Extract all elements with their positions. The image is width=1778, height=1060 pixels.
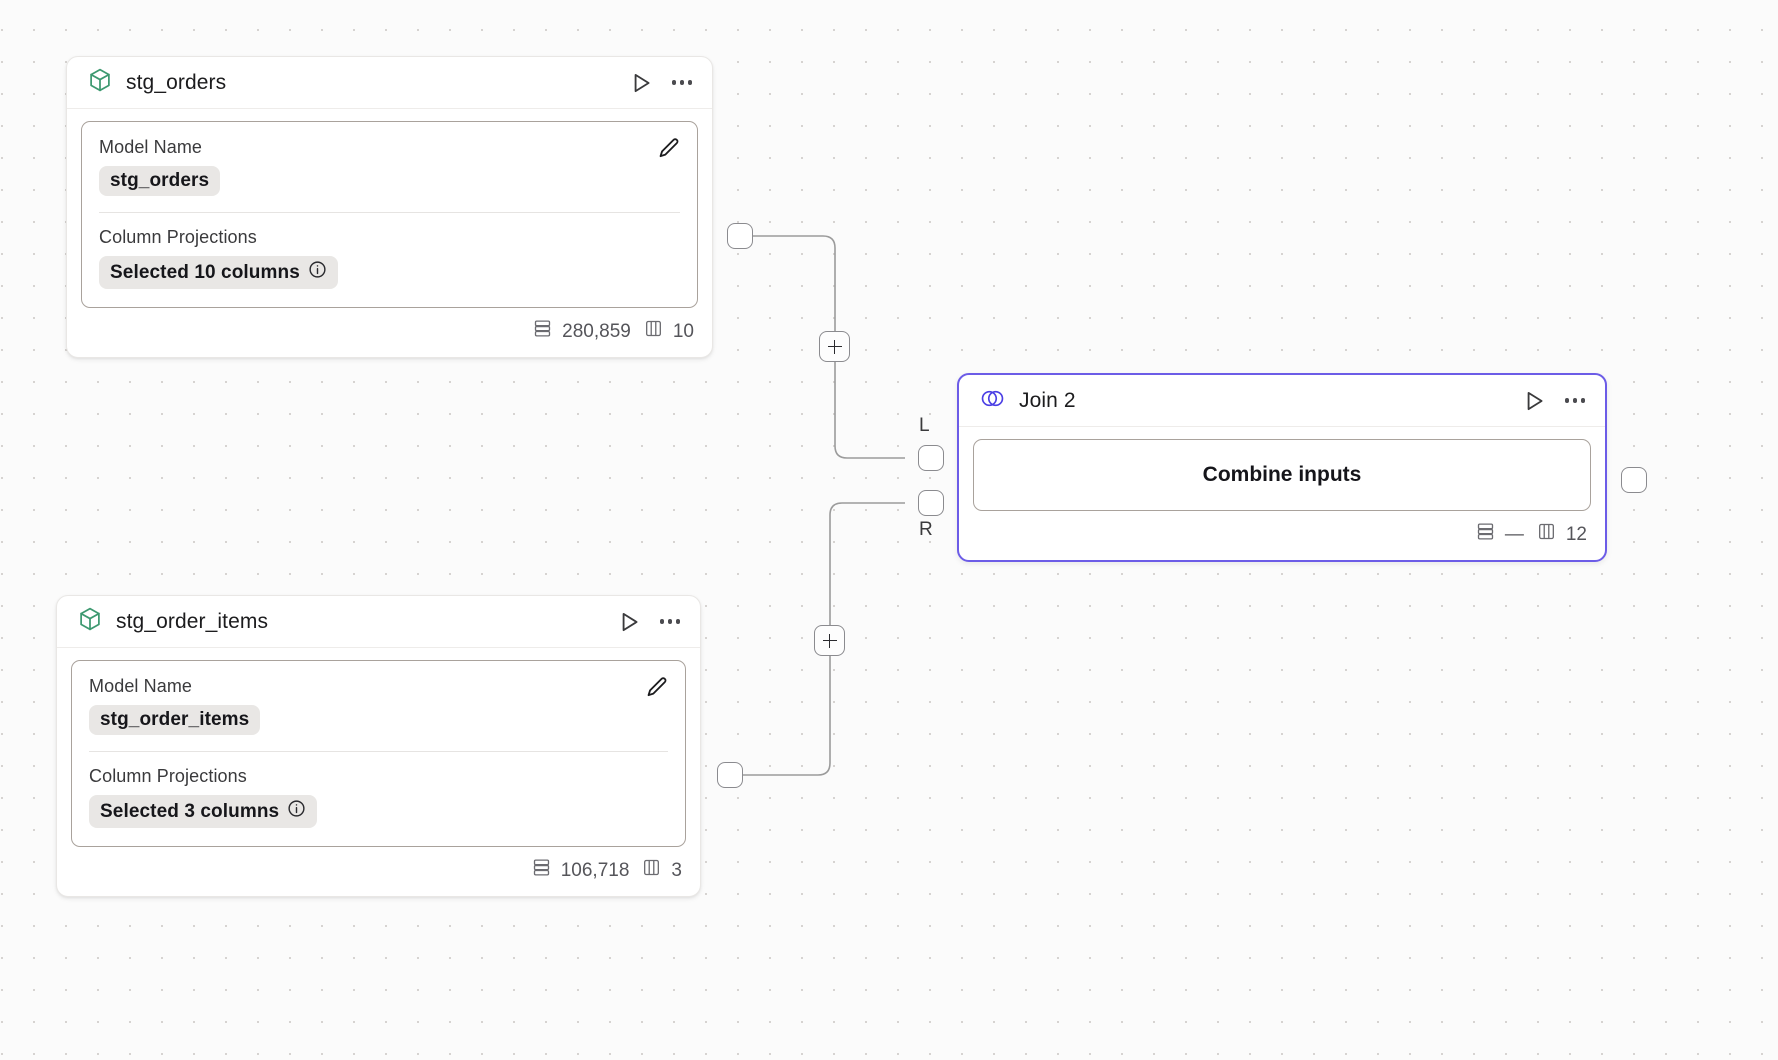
node-title: stg_orders xyxy=(126,70,227,94)
output-handle-join-2[interactable] xyxy=(1621,467,1647,493)
info-icon[interactable] xyxy=(287,799,306,824)
node-body: Model Name stg_order_items Column Projec… xyxy=(57,648,700,847)
input-handle-right[interactable] xyxy=(918,490,944,516)
more-options-icon[interactable] xyxy=(670,74,694,90)
left-input-handle-label: L xyxy=(919,415,930,436)
run-icon[interactable] xyxy=(628,70,654,96)
node-footer: 106,718 3 xyxy=(57,847,700,896)
cube-icon xyxy=(77,606,103,637)
column-count-stat: 10 xyxy=(643,318,694,345)
chip-model-name[interactable]: stg_orders xyxy=(99,166,221,196)
row-count-value: 106,718 xyxy=(560,859,630,881)
edit-pencil-icon[interactable] xyxy=(644,675,670,706)
row-count-value: 280,859 xyxy=(562,320,631,342)
field-label-model-name: Model Name xyxy=(89,676,193,696)
node-join-2[interactable]: Join 2 Combine inputs xyxy=(957,373,1607,562)
column-count-stat: 12 xyxy=(1536,521,1587,548)
chip-text: stg_orders xyxy=(110,170,210,191)
columns-icon xyxy=(641,857,662,884)
model-config-panel: Model Name stg_order_items Column Projec… xyxy=(71,660,686,847)
info-icon[interactable] xyxy=(308,260,327,285)
output-handle-stg-order-items[interactable] xyxy=(717,762,743,788)
columns-icon xyxy=(1536,521,1557,548)
model-config-panel: Model Name stg_orders Column Projections… xyxy=(81,121,698,308)
node-header: Join 2 xyxy=(959,375,1605,427)
column-count-value: 10 xyxy=(672,320,694,342)
cube-icon xyxy=(87,67,113,98)
chip-text: Selected 10 columns xyxy=(110,261,300,283)
column-count-stat: 3 xyxy=(641,857,682,884)
column-count-value: 12 xyxy=(1565,523,1587,545)
row-count-stat: — xyxy=(1475,521,1524,548)
output-handle-stg-orders[interactable] xyxy=(727,223,753,249)
run-icon[interactable] xyxy=(1521,388,1547,414)
node-footer: — 12 xyxy=(959,511,1605,560)
node-body: Model Name stg_orders Column Projections… xyxy=(67,109,712,308)
right-input-handle-label: R xyxy=(919,519,933,540)
column-count-value: 3 xyxy=(671,859,682,881)
field-label-column-projections: Column Projections xyxy=(89,766,247,786)
node-stg-order-items[interactable]: stg_order_items Model Na xyxy=(56,595,701,897)
chip-model-name[interactable]: stg_order_items xyxy=(89,705,261,735)
panel-divider xyxy=(99,212,680,213)
field-label-model-name: Model Name xyxy=(99,137,203,157)
node-header: stg_order_items xyxy=(57,596,700,648)
rows-icon xyxy=(1475,521,1496,548)
add-node-button-upper-edge[interactable] xyxy=(819,331,850,362)
combine-inputs-label: Combine inputs xyxy=(1202,463,1362,486)
row-count-stat: 280,859 xyxy=(532,318,631,345)
join-venn-icon xyxy=(979,385,1006,417)
node-title: Join 2 xyxy=(1019,388,1076,412)
node-title: stg_order_items xyxy=(116,609,269,633)
run-icon[interactable] xyxy=(616,609,642,635)
more-options-icon[interactable] xyxy=(658,613,682,629)
field-label-column-projections: Column Projections xyxy=(99,227,257,247)
rows-icon xyxy=(531,857,552,884)
combine-inputs-button[interactable]: Combine inputs xyxy=(973,439,1591,511)
chip-text: stg_order_items xyxy=(100,709,250,730)
chip-column-projections[interactable]: Selected 10 columns xyxy=(99,256,338,289)
edit-pencil-icon[interactable] xyxy=(656,136,682,167)
columns-icon xyxy=(643,318,664,345)
row-count-value: — xyxy=(1504,523,1524,545)
panel-divider xyxy=(89,751,668,752)
add-node-button-lower-edge[interactable] xyxy=(814,625,845,656)
node-header: stg_orders xyxy=(67,57,712,109)
rows-icon xyxy=(532,318,553,345)
node-stg-orders[interactable]: stg_orders Model Name xyxy=(66,56,713,358)
node-footer: 280,859 10 xyxy=(67,308,712,357)
row-count-stat: 106,718 xyxy=(531,857,630,884)
more-options-icon[interactable] xyxy=(1563,392,1587,408)
chip-column-projections[interactable]: Selected 3 columns xyxy=(89,795,318,828)
chip-text: Selected 3 columns xyxy=(100,800,280,822)
node-body: Combine inputs xyxy=(959,427,1605,511)
input-handle-left[interactable] xyxy=(918,445,944,471)
